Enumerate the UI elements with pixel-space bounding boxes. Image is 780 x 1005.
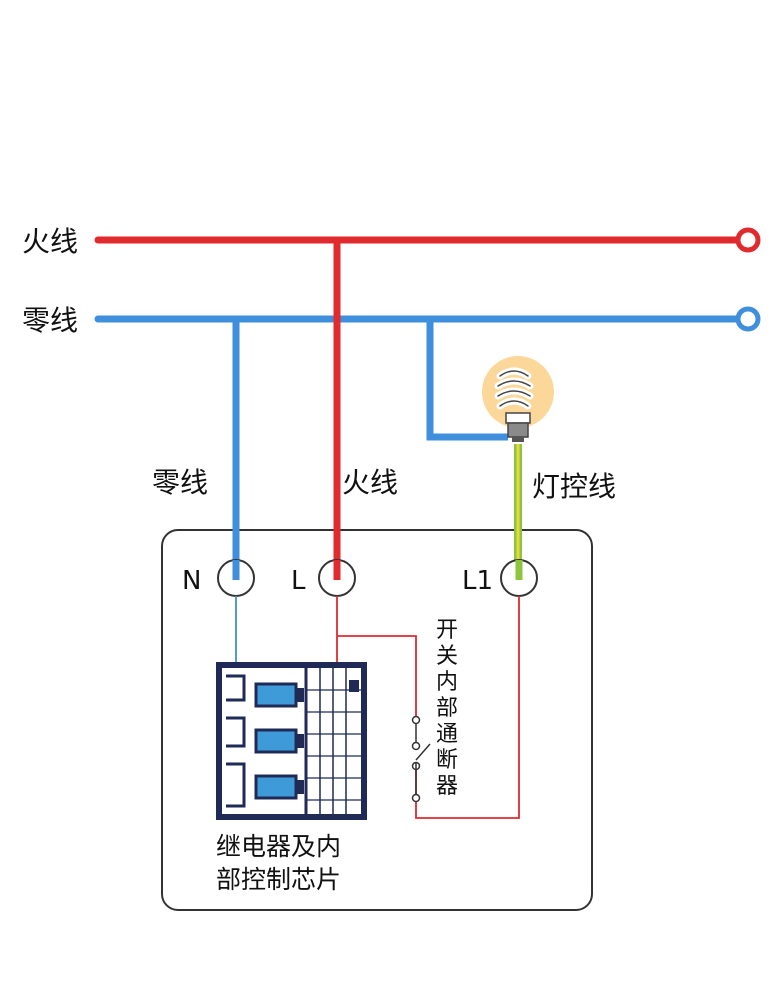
relay-label-line2: 部控制芯片 <box>216 865 341 894</box>
switch-contact-icon <box>411 715 431 803</box>
svg-text:关: 关 <box>436 644 458 669</box>
lamp-control-label: 灯控线 <box>532 470 616 503</box>
neutral-terminal-end <box>735 306 761 332</box>
neutral-main-label: 零线 <box>22 304 78 337</box>
live-drop-label: 火线 <box>342 466 398 499</box>
live-main-label: 火线 <box>22 225 78 258</box>
switch-breaker-label: 开 关 内 部 通 断 器 <box>436 618 458 799</box>
svg-text:器: 器 <box>436 774 458 799</box>
svg-text:内: 内 <box>436 670 458 695</box>
svg-text:断: 断 <box>436 748 458 773</box>
neutral-drop-label: 零线 <box>152 466 208 499</box>
terminal-l-label: L <box>291 566 306 596</box>
internal-switch-wire-top <box>337 635 417 717</box>
svg-text:通: 通 <box>436 722 458 747</box>
neutral-bulb-wire <box>426 319 508 441</box>
relay-icon <box>216 662 367 820</box>
cfl-bulb-icon <box>482 356 554 442</box>
svg-text:开: 开 <box>436 618 458 643</box>
relay-label-line1: 继电器及内 <box>216 832 341 861</box>
terminal-l1-label: L1 <box>462 566 493 596</box>
live-terminal-end <box>735 227 761 253</box>
terminal-n-label: N <box>182 566 201 596</box>
svg-text:部: 部 <box>436 696 458 721</box>
